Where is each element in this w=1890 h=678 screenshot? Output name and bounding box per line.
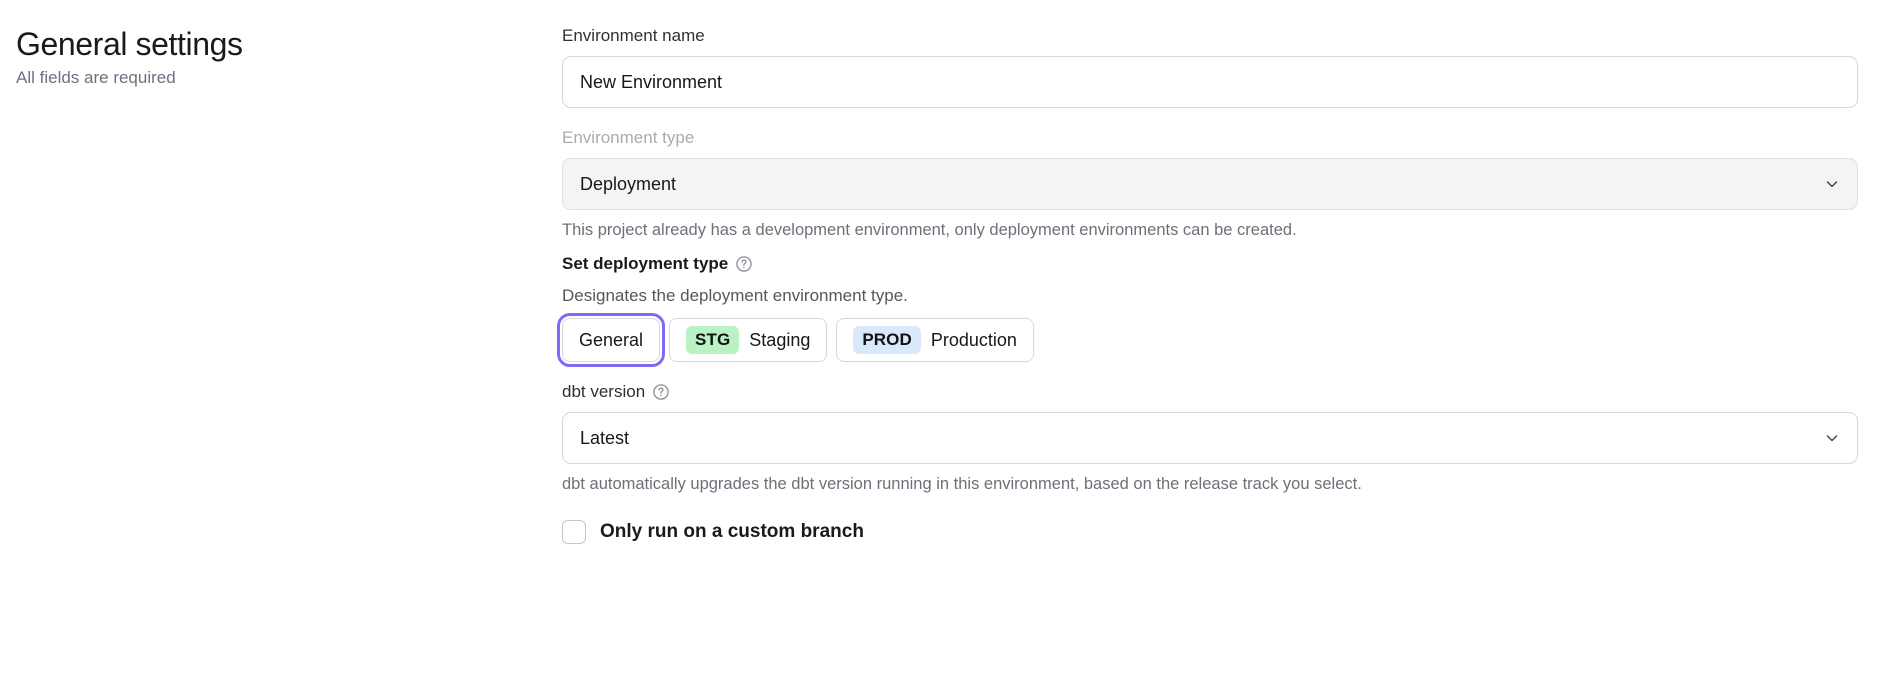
custom-branch-label: Only run on a custom branch (600, 521, 864, 542)
dbt-version-select[interactable]: Latest (562, 412, 1858, 464)
help-circle-icon[interactable] (735, 255, 753, 273)
environment-type-select[interactable]: Deployment (562, 158, 1858, 210)
custom-branch-row[interactable]: Only run on a custom branch (562, 520, 1858, 544)
deployment-type-label-row: Set deployment type (562, 252, 1858, 276)
dbt-version-label: dbt version (562, 382, 646, 401)
deployment-type-options: General STG Staging PROD Production (556, 313, 1858, 367)
deployment-type-option-staging[interactable]: STG Staging (669, 318, 828, 362)
spacer (562, 108, 1858, 126)
production-badge: PROD (853, 326, 921, 354)
field-dbt-version: dbt version Latest dbt automatically upg… (562, 380, 1858, 496)
page-subtitle: All fields are required (16, 68, 176, 87)
custom-branch-checkbox[interactable] (562, 520, 586, 544)
dbt-version-label-row: dbt version (562, 380, 1858, 404)
staging-badge: STG (686, 326, 740, 354)
spacer (562, 362, 1858, 380)
deployment-type-option-staging-label: Staging (749, 330, 811, 350)
environment-type-helper: This project already has a development e… (562, 221, 1297, 239)
deployment-type-description: Designates the deployment environment ty… (562, 286, 908, 305)
environment-type-value: Deployment (580, 174, 677, 194)
chevron-down-icon (1824, 176, 1840, 192)
chevron-down-icon (1824, 430, 1840, 446)
page-title: General settings (16, 26, 243, 62)
environment-name-label: Environment name (562, 26, 705, 45)
help-circle-icon[interactable] (652, 383, 670, 401)
deployment-type-option-general-label: General (579, 330, 644, 350)
deployment-type-label: Set deployment type (562, 254, 729, 273)
spacer (562, 242, 1858, 252)
dbt-version-value: Latest (580, 428, 630, 448)
settings-intro-column: General settings All fields are required (0, 14, 562, 678)
deployment-type-option-general[interactable]: General (556, 313, 666, 367)
environment-type-label: Environment type (562, 128, 695, 147)
deployment-type-option-production[interactable]: PROD Production (836, 318, 1034, 362)
field-environment-name: Environment name (562, 24, 1858, 108)
environment-name-input[interactable] (562, 56, 1858, 108)
settings-form-column: Environment name Environment type Deploy… (556, 14, 1890, 678)
deployment-type-option-production-label: Production (930, 330, 1017, 350)
dbt-version-helper: dbt automatically upgrades the dbt versi… (562, 475, 1362, 493)
field-deployment-type: Set deployment type Designates the deplo… (556, 252, 1858, 367)
field-environment-type: Environment type Deployment This project… (562, 126, 1858, 242)
